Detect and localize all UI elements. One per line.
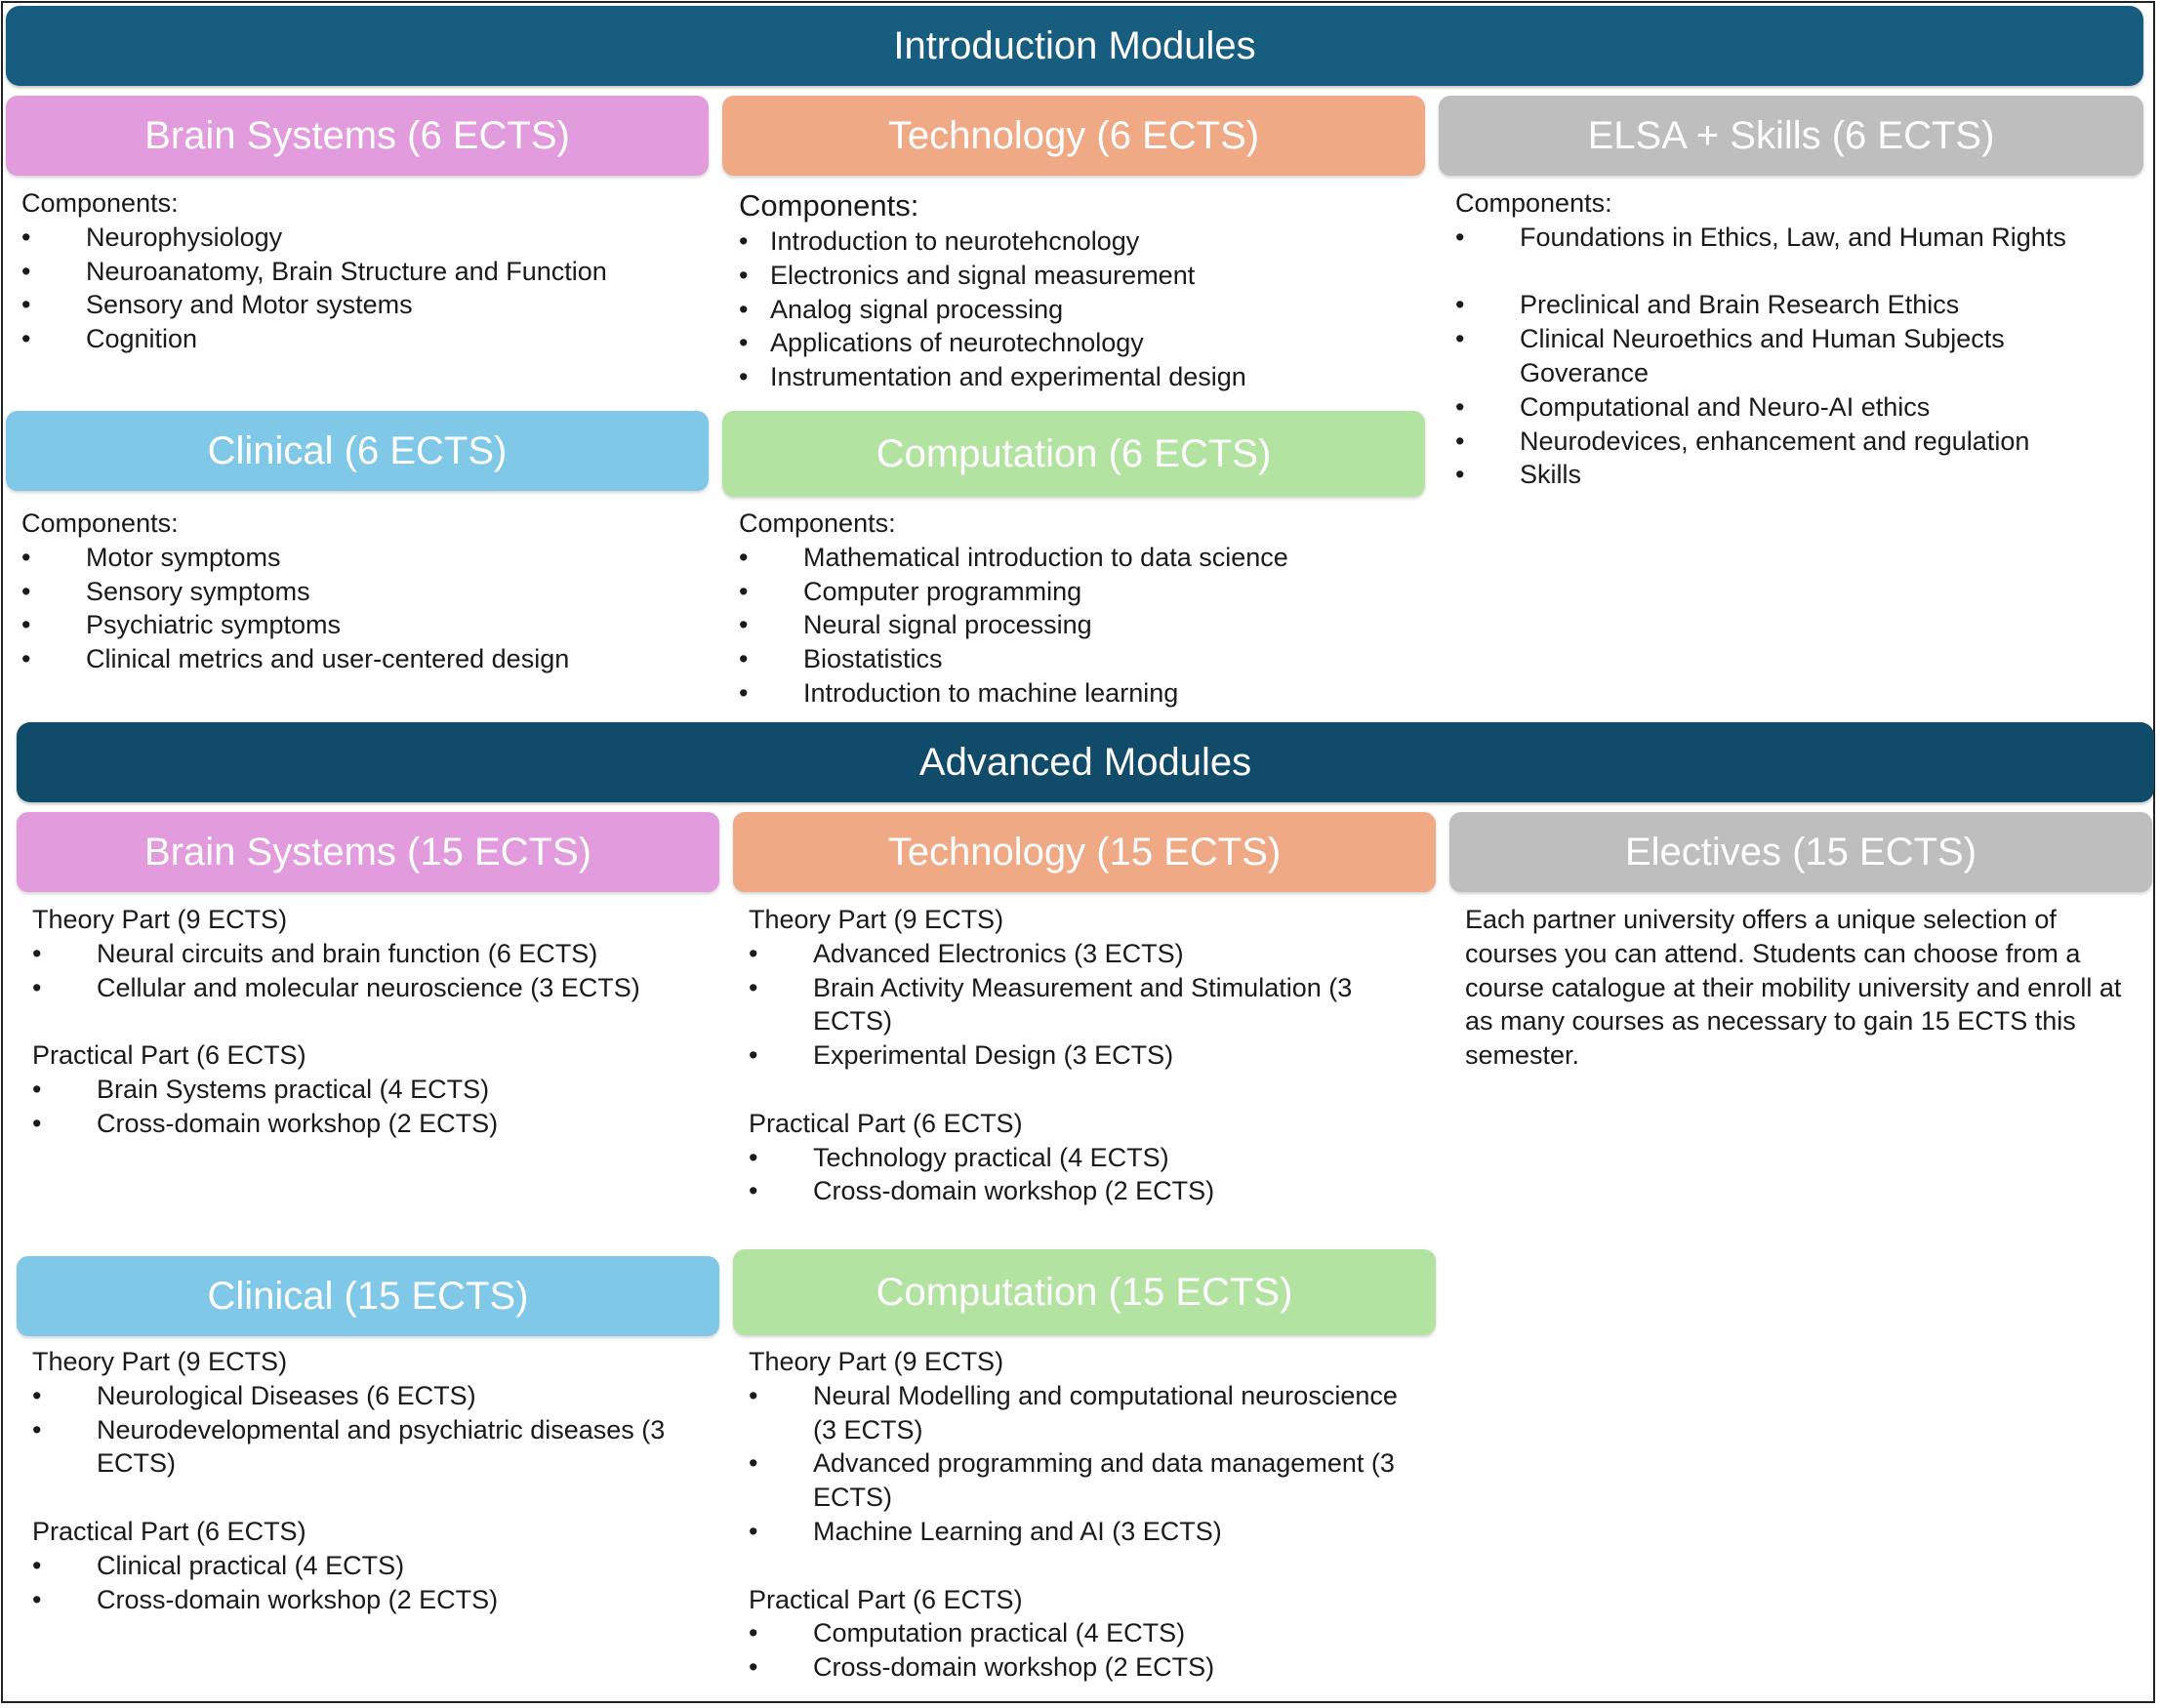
adv-computation-practical-list: Computation practical (4 ECTS) Cross-dom… [749, 1616, 1422, 1685]
list-item: Machine Learning and AI (3 ECTS) [749, 1515, 1422, 1549]
list-item: Cross-domain workshop (2 ECTS) [32, 1107, 715, 1141]
spacer [32, 1481, 706, 1515]
adv-computation-content: Theory Part (9 ECTS) Neural Modelling an… [749, 1345, 1422, 1685]
adv-clinical-practical-heading: Practical Part (6 ECTS) [32, 1516, 306, 1546]
adv-clinical-header: Clinical (15 ECTS) [17, 1256, 719, 1336]
list-item: Neurodevices, enhancement and regulation [1455, 425, 2139, 459]
list-item: Advanced Electronics (3 ECTS) [749, 937, 1412, 971]
adv-electives-text: Each partner university offers a unique … [1465, 905, 2122, 1071]
intro-clinical-header: Clinical (6 ECTS) [6, 411, 709, 491]
intro-computation-header: Computation (6 ECTS) [722, 411, 1425, 497]
list-item: Neurophysiology [21, 221, 705, 255]
list-item: Computation practical (4 ECTS) [749, 1616, 1422, 1650]
adv-clinical-practical-list: Clinical practical (4 ECTS) Cross-domain… [32, 1549, 706, 1617]
spacer [32, 1004, 715, 1038]
adv-technology-practical-list: Technology practical (4 ECTS) Cross-doma… [749, 1141, 1412, 1209]
list-item: Electronics and signal measurement [739, 259, 1422, 293]
list-item: Instrumentation and experimental design [739, 360, 1422, 394]
list-item: Cross-domain workshop (2 ECTS) [32, 1583, 706, 1617]
list-item: Sensory and Motor systems [21, 288, 705, 322]
list-item: Neural circuits and brain function (6 EC… [32, 937, 715, 971]
adv-technology-header: Technology (15 ECTS) [733, 812, 1436, 892]
adv-clinical-content: Theory Part (9 ECTS) Neurological Diseas… [32, 1345, 706, 1616]
adv-computation-header: Computation (15 ECTS) [733, 1249, 1436, 1335]
adv-brain-theory-list: Neural circuits and brain function (6 EC… [32, 937, 715, 1005]
intro-clinical-content: Components: Motor symptoms Sensory sympt… [21, 507, 705, 676]
list-item: Technology practical (4 ECTS) [749, 1141, 1412, 1175]
intro-elsa-list-2: Preclinical and Brain Research Ethics Cl… [1455, 288, 2139, 492]
list-item: Computer programming [739, 575, 1422, 609]
list-item: Neurological Diseases (6 ECTS) [32, 1379, 706, 1413]
list-item: Computational and Neuro-AI ethics [1455, 390, 2139, 425]
intro-clinical-heading: Components: [21, 508, 179, 538]
spacer [749, 1549, 1422, 1583]
list-item: Clinical practical (4 ECTS) [32, 1549, 706, 1583]
list-item: Psychiatric symptoms [21, 608, 705, 642]
intro-elsa-content: Components: Foundations in Ethics, Law, … [1455, 186, 2139, 492]
intro-clinical-list: Motor symptoms Sensory symptoms Psychiat… [21, 541, 705, 676]
intro-technology-list: Introduction to neurotehcnology Electron… [739, 224, 1422, 394]
advanced-section-title: Advanced Modules [17, 722, 2154, 802]
adv-brain-content: Theory Part (9 ECTS) Neural circuits and… [32, 903, 715, 1141]
adv-computation-theory-heading: Theory Part (9 ECTS) [749, 1347, 1004, 1376]
intro-elsa-header: ELSA + Skills (6 ECTS) [1439, 96, 2143, 176]
adv-brain-practical-list: Brain Systems practical (4 ECTS) Cross-d… [32, 1073, 715, 1141]
list-item: Clinical Neuroethics and Human Subjects … [1455, 322, 2139, 390]
list-item: Preclinical and Brain Research Ethics [1455, 288, 2139, 322]
intro-computation-list: Mathematical introduction to data scienc… [739, 541, 1422, 711]
list-item: Experimental Design (3 ECTS) [749, 1038, 1412, 1073]
list-item: Neural signal processing [739, 608, 1422, 642]
list-item: Biostatistics [739, 642, 1422, 676]
adv-clinical-theory-list: Neurological Diseases (6 ECTS) Neurodeve… [32, 1379, 706, 1481]
list-item: Cross-domain workshop (2 ECTS) [749, 1650, 1422, 1685]
list-item: Clinical metrics and user-centered desig… [21, 642, 705, 676]
intro-technology-heading: Components: [739, 188, 919, 223]
adv-brain-theory-heading: Theory Part (9 ECTS) [32, 905, 288, 934]
intro-brain-content: Components: Neurophysiology Neuroanatomy… [21, 186, 705, 356]
intro-computation-heading: Components: [739, 508, 896, 538]
adv-brain-practical-heading: Practical Part (6 ECTS) [32, 1040, 306, 1071]
adv-electives-header: Electives (15 ECTS) [1449, 812, 2152, 892]
intro-elsa-heading: Components: [1455, 188, 1612, 218]
intro-technology-header: Technology (6 ECTS) [722, 96, 1425, 176]
intro-technology-content: Components: Introduction to neurotehcnol… [739, 187, 1422, 394]
intro-brain-heading: Components: [21, 188, 179, 218]
adv-technology-content: Theory Part (9 ECTS) Advanced Electronic… [749, 903, 1412, 1208]
intro-brain-header: Brain Systems (6 ECTS) [6, 96, 709, 176]
list-item: Mathematical introduction to data scienc… [739, 541, 1422, 575]
list-item: Neural Modelling and computational neuro… [749, 1379, 1422, 1447]
list-item: Neuroanatomy, Brain Structure and Functi… [21, 255, 705, 289]
list-item: Cognition [21, 322, 705, 356]
list-item: Applications of neurotechnology [739, 326, 1422, 360]
list-item: Advanced programming and data management… [749, 1446, 1422, 1515]
list-item: Sensory symptoms [21, 575, 705, 609]
adv-clinical-theory-heading: Theory Part (9 ECTS) [32, 1347, 288, 1376]
adv-computation-practical-heading: Practical Part (6 ECTS) [749, 1584, 1023, 1614]
intro-elsa-list: Foundations in Ethics, Law, and Human Ri… [1455, 221, 2139, 255]
list-item: Cross-domain workshop (2 ECTS) [749, 1174, 1412, 1208]
adv-technology-practical-heading: Practical Part (6 ECTS) [749, 1108, 1023, 1138]
list-item: Cellular and molecular neuroscience (3 E… [32, 971, 715, 1005]
list-item: Neurodevelopmental and psychiatric disea… [32, 1413, 706, 1482]
list-item: Foundations in Ethics, Law, and Human Ri… [1455, 221, 2139, 255]
adv-technology-theory-heading: Theory Part (9 ECTS) [749, 905, 1004, 934]
list-item: Brain Activity Measurement and Stimulati… [749, 971, 1412, 1039]
list-item: Motor symptoms [21, 541, 705, 575]
spacer [1455, 255, 2139, 289]
intro-section-title: Introduction Modules [6, 6, 2143, 86]
list-item: Introduction to neurotehcnology [739, 224, 1422, 259]
list-item: Brain Systems practical (4 ECTS) [32, 1073, 715, 1107]
intro-brain-list: Neurophysiology Neuroanatomy, Brain Stru… [21, 221, 705, 356]
list-item: Analog signal processing [739, 293, 1422, 327]
adv-brain-header: Brain Systems (15 ECTS) [17, 812, 719, 892]
list-item: Introduction to machine learning [739, 676, 1422, 711]
adv-technology-theory-list: Advanced Electronics (3 ECTS) Brain Acti… [749, 937, 1412, 1073]
list-item: Skills [1455, 458, 2139, 492]
adv-computation-theory-list: Neural Modelling and computational neuro… [749, 1379, 1422, 1549]
intro-computation-content: Components: Mathematical introduction to… [739, 507, 1422, 711]
spacer [749, 1073, 1412, 1107]
